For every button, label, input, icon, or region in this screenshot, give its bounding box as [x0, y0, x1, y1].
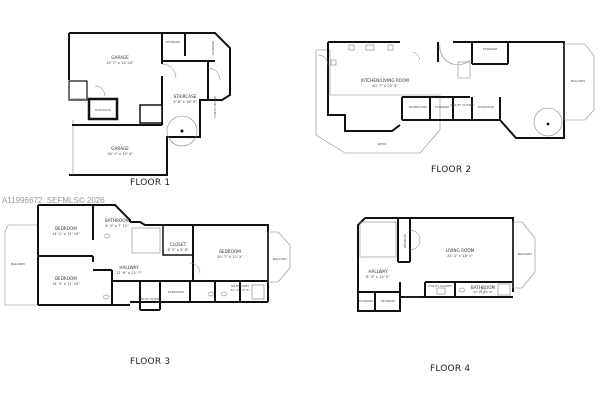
room-dims: 9' 2" x 7' 11" — [105, 224, 129, 228]
floor-3-plan: BEDROOM 14' 1" x 11' 10" BEDROOM 14' 3" … — [4, 204, 291, 311]
room-label: GARAGE — [111, 55, 129, 60]
room-label: UTILITY CLOSET — [428, 284, 452, 288]
room-label: STORAGE — [166, 40, 180, 44]
room-label: BATHROOM — [231, 284, 249, 288]
floor-1-label: FLOOR 1 — [130, 178, 171, 188]
room-dims: 9' 8" x 18' 0" — [173, 100, 197, 104]
room-label: KITCHEN/LIVING ROOM — [361, 78, 409, 83]
room-label: BEDROOM — [55, 226, 77, 231]
room-label: PATIO — [378, 142, 387, 146]
room-label: STORAGE — [435, 105, 449, 109]
room-label: HALLWAY — [368, 269, 388, 274]
room-label: UTILITY CLOSET — [450, 103, 474, 107]
room-label: UTILITY ROOM — [213, 96, 217, 118]
room-dims: 6' 5" x 8' 8" — [167, 248, 188, 252]
room-label: HALLWAY — [119, 265, 139, 270]
room-dims: 11' 6" x 12' 7" — [116, 271, 142, 275]
room-label: STORAGE — [403, 234, 407, 248]
room-label: ELEVATOR — [478, 105, 493, 109]
room-dims: 24' 2" x 18' 1" — [447, 254, 473, 258]
room-label: BEDROOM — [55, 276, 77, 281]
room-label: BATHROOM — [409, 105, 427, 109]
floor-3-label: FLOOR 3 — [130, 357, 171, 367]
watermark: A11996672_SEFMLS© 2026 — [2, 196, 105, 205]
room-label: GARAGE — [111, 146, 129, 151]
room-dims: 18' 1" x 15' 4" — [107, 152, 133, 156]
room-label: ELEVATOR — [404, 295, 419, 299]
room-label: BALCONY — [273, 257, 287, 261]
room-label: BATHROOM — [471, 285, 496, 290]
room-label: STORAGE — [381, 299, 395, 303]
room-label: BALCONY — [518, 252, 532, 256]
room-dims: 14' 3" x 11' 10" — [52, 282, 80, 286]
room-label: ELEVATOR — [168, 290, 183, 294]
room-label: BALCONY — [571, 79, 585, 83]
floor-4-label: FLOOR 4 — [430, 364, 471, 374]
room-dims: 40' 7" x 23' 9" — [372, 84, 398, 88]
room-label: STORAGE — [71, 97, 85, 101]
room-label: STORAGE — [211, 41, 215, 55]
room-label: LIVING ROOM — [446, 248, 475, 253]
room-dims: 8' 3" x 15' 5" — [366, 275, 390, 279]
room-dims: 19' 7" x 14' 10" — [106, 61, 134, 65]
floor-2-plan: KITCHEN/LIVING ROOM 40' 7" x 23' 9" STOR… — [315, 41, 595, 154]
room-label: STAIRCASE — [174, 94, 197, 99]
room-dims: 20' 7" x 12' 3" — [217, 255, 243, 259]
room-dims: 14' 1" x 11' 10" — [52, 232, 80, 236]
room-label: CLOSET — [170, 242, 187, 247]
room-dims: 12' 2" x 6' 6" — [473, 290, 493, 294]
floor-2-label: FLOOR 2 — [431, 165, 472, 175]
room-label: STORAGE — [359, 299, 373, 303]
room-dims: 11' 2" x 8' 6" — [230, 288, 250, 292]
room-label: BEDROOM — [219, 249, 241, 254]
room-label: STORAGE — [483, 47, 497, 51]
room-label: BALCONY — [11, 262, 25, 266]
room-label: UTILITY CLOSET — [138, 297, 162, 301]
room-label: BATHROOM — [105, 218, 130, 223]
floor-1-plan: GARAGE 19' 7" x 14' 10" GARAGE 18' 1" x … — [68, 32, 231, 176]
room-label: ELEVATOR — [95, 108, 110, 112]
floor-4-plan: LIVING ROOM 24' 2" x 18' 1" HALLWAY 8' 3… — [357, 217, 536, 312]
